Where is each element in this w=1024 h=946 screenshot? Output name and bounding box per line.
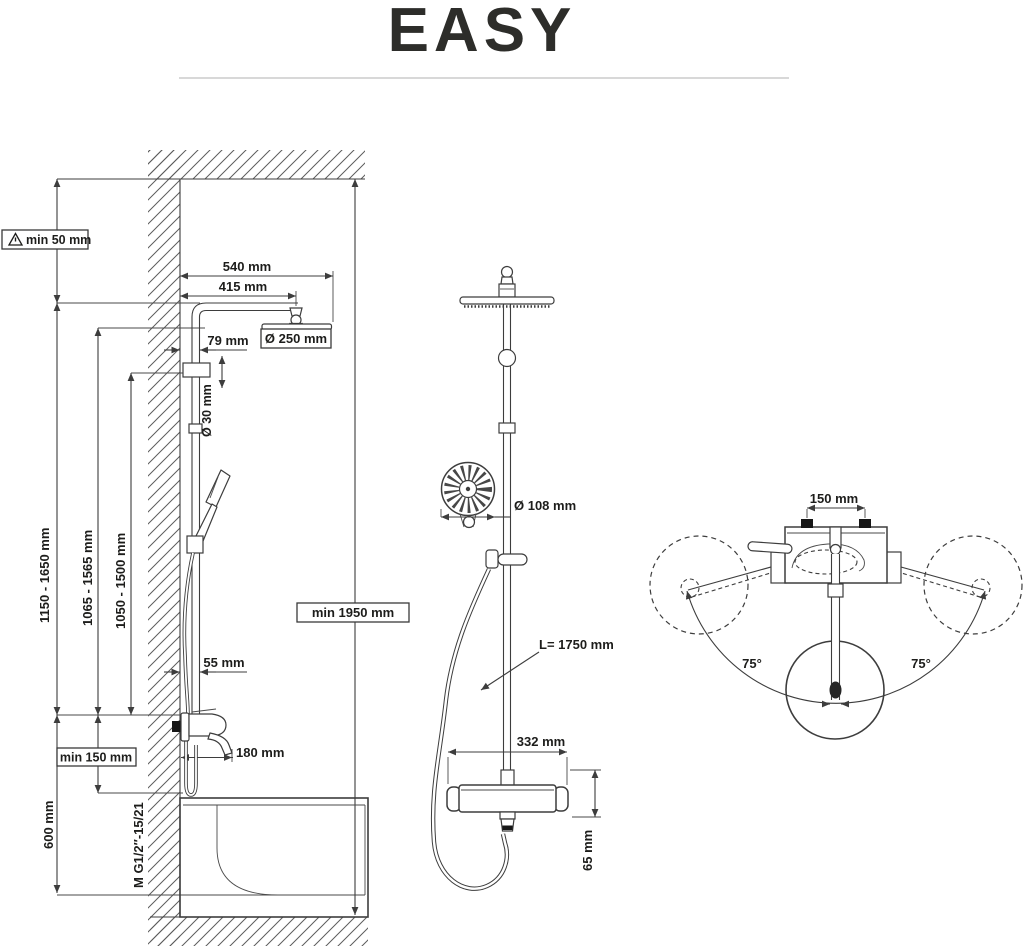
handshower-button — [462, 515, 476, 529]
pipe-offset-label: 79 mm — [207, 333, 248, 348]
swivel-position-right — [923, 535, 1023, 635]
wall-supply-junction — [182, 362, 211, 378]
pipe-coupling-side — [188, 423, 203, 434]
handshower-side — [186, 469, 231, 554]
thread-label: M G1/2″-15/21 — [131, 802, 146, 888]
body-height-label: 65 mm — [580, 830, 595, 871]
mixer-body-side — [188, 713, 227, 737]
min-height-label: min 1950 mm — [296, 602, 410, 623]
hose-side — [182, 552, 198, 797]
floor-hatch — [150, 917, 368, 946]
down-arm-top — [822, 554, 849, 708]
hose-outlet — [499, 811, 516, 820]
pipe-coupling-front — [498, 422, 516, 434]
shower-column-side — [182, 302, 333, 714]
range-head-label: 1150 - 1650 mm — [37, 528, 52, 623]
extension-lines — [57, 271, 365, 896]
swivel-angle-left-label: 75° — [742, 656, 762, 671]
arm-reach-outer-label: 540 mm — [223, 259, 271, 274]
svg-text:min 1950 mm: min 1950 mm — [312, 605, 394, 620]
arm-reach-pivot-label: 415 mm — [219, 279, 267, 294]
header: EASY — [179, 0, 789, 79]
range-rail-label: 1050 - 1500 mm — [113, 533, 128, 629]
left-labels: min 50 mm 540 mm 415 mm 79 mm Ø 250 mm Ø… — [1, 229, 410, 890]
side-view-diagram: min 50 mm 540 mm 415 mm 79 mm Ø 250 mm Ø… — [1, 150, 410, 946]
top-view-dimensions: 150 mm 75° 75° — [742, 491, 931, 671]
handshower-diameter-label: Ø 108 mm — [514, 498, 576, 513]
ceiling-hatch — [148, 150, 365, 179]
bathtub — [179, 797, 369, 918]
swivel-position-left — [649, 535, 749, 635]
slider-holder-front — [485, 549, 528, 569]
body-width-label: 332 mm — [517, 734, 565, 749]
hose-offset-label: 55 mm — [203, 655, 244, 670]
min-ceiling-gap-label: min 50 mm — [1, 229, 91, 250]
wall-hatch — [148, 150, 180, 946]
page-title: EASY — [388, 0, 577, 65]
hose-length-label: L= 1750 mm — [539, 637, 614, 652]
spray-face — [444, 465, 492, 513]
pipe-joint — [497, 348, 517, 368]
arm-end-knob — [829, 681, 842, 699]
tub-height-label: 600 mm — [41, 801, 56, 849]
svg-text:min 150 mm: min 150 mm — [60, 751, 132, 765]
mixer-body-top — [747, 519, 902, 584]
swing-arc — [685, 590, 987, 704]
top-view-diagram: 150 mm 75° 75° — [649, 491, 1023, 740]
swivel-angle-right-label: 75° — [911, 656, 931, 671]
inlet-left — [801, 519, 813, 528]
thermostat-bar — [446, 769, 569, 832]
front-view-diagram: Ø 108 mm L= 1750 mm 332 mm 65 mm — [430, 265, 614, 891]
dimension-lines-horizontal — [164, 272, 334, 761]
arm-elbow — [289, 307, 303, 317]
front-view-dimensions: Ø 108 mm L= 1750 mm 332 mm 65 mm — [440, 498, 614, 871]
svg-text:min 50 mm: min 50 mm — [26, 233, 91, 247]
overhead-shower-front — [459, 265, 555, 308]
mixer-spout — [207, 732, 233, 756]
warning-icon — [7, 232, 24, 246]
handshower-front — [440, 461, 496, 529]
lever-handle-top — [747, 541, 793, 554]
bath-mixer-side — [172, 708, 233, 756]
slider-holder-side — [186, 535, 204, 554]
svg-text:Ø 250 mm: Ø 250 mm — [265, 331, 327, 346]
head-disc-front — [459, 296, 555, 305]
wall-inlet — [172, 721, 181, 732]
spout-reach-label: 180 mm — [236, 745, 284, 760]
range-handshower-label: 1065 - 1565 mm — [80, 530, 95, 626]
inlet-spacing-label: 150 mm — [810, 491, 858, 506]
pipe-diameter-label: Ø 30 mm — [200, 384, 214, 437]
min-above-tub-label: min 150 mm — [56, 747, 137, 767]
head-diameter-label: Ø 250 mm — [260, 328, 332, 349]
hose-front — [430, 568, 510, 891]
ball-joint-front — [500, 265, 514, 279]
inlet-right — [859, 519, 871, 528]
